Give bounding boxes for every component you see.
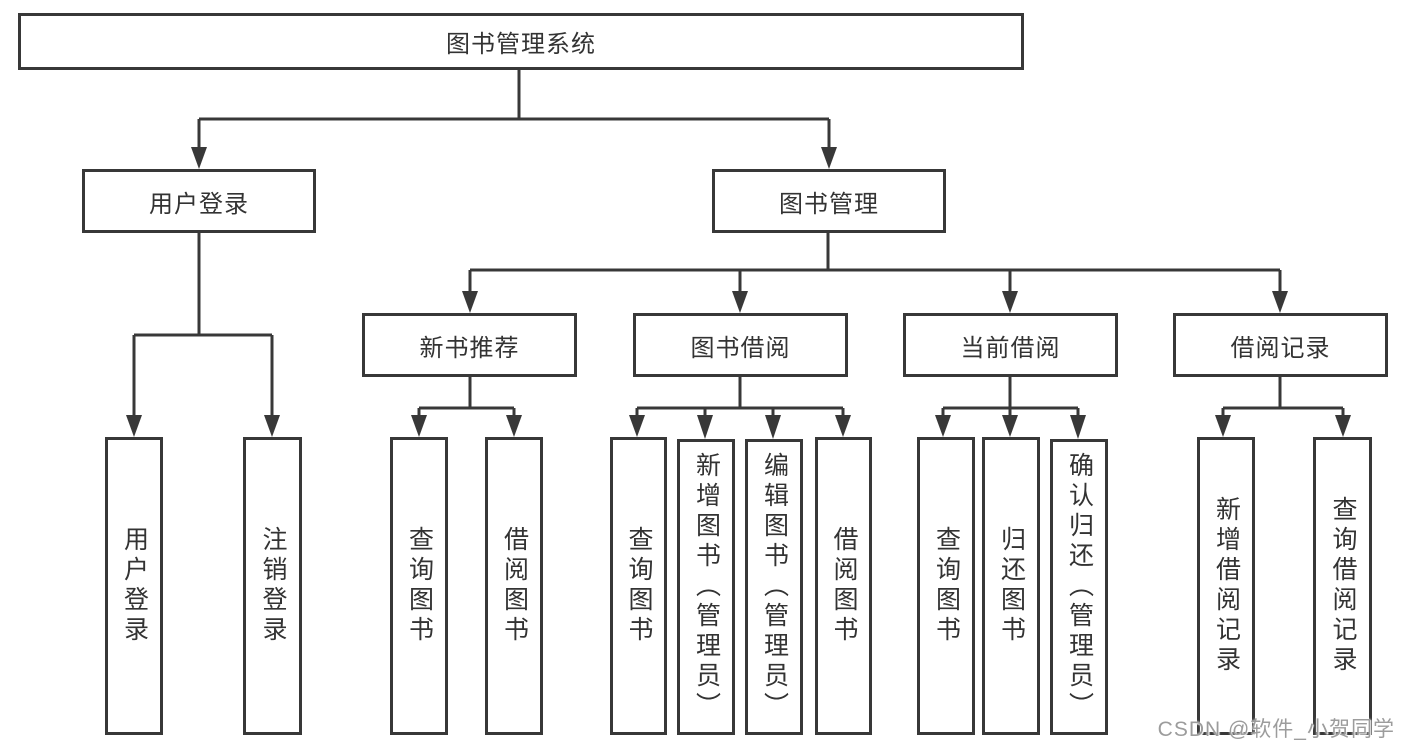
- node-label: 借阅图书: [500, 526, 529, 646]
- node-user-login: 用户登录: [82, 169, 316, 233]
- node-book-borrowing: 图书借阅: [633, 313, 848, 377]
- node-label: 查询图书: [405, 526, 434, 646]
- leaf-borrow-books-recommend: 借阅图书: [485, 437, 543, 735]
- node-root: 图书管理系统: [18, 13, 1024, 70]
- leaf-query-books-current: 查询图书: [917, 437, 975, 735]
- node-label: 图书管理系统: [446, 31, 596, 58]
- leaf-edit-book-admin: 编辑图书（管理员）: [745, 439, 803, 735]
- node-label: 借阅记录: [1230, 334, 1331, 362]
- node-label: 图书管理: [779, 190, 879, 218]
- node-label: 当前借阅: [960, 334, 1061, 362]
- connector-root-to-level1: [191, 70, 837, 169]
- leaf-return-books: 归还图书: [982, 437, 1040, 735]
- connector-user-login-to-leaves: [126, 233, 280, 437]
- leaf-add-borrow-record: 新增借阅记录: [1197, 437, 1255, 735]
- node-label: 编辑图书（管理员）: [760, 452, 789, 722]
- watermark: CSDN @软件_小贺同学: [1157, 718, 1395, 741]
- leaf-user-login: 用户登录: [105, 437, 163, 735]
- node-label: 借阅图书: [830, 526, 858, 646]
- connector-records-to-leaves: [1215, 377, 1351, 437]
- node-label: 确认归还（管理员）: [1065, 452, 1094, 722]
- node-label: 新增图书（管理员）: [692, 452, 721, 722]
- node-label: 用户登录: [149, 190, 249, 218]
- connector-book-management-to-level2: [462, 233, 1288, 313]
- connector-new-book-to-leaves: [411, 377, 522, 437]
- leaf-query-books-recommend: 查询图书: [390, 437, 448, 735]
- node-label: 注销登录: [259, 526, 287, 646]
- node-label: 查询借阅记录: [1329, 496, 1357, 676]
- leaf-query-borrow-record: 查询借阅记录: [1313, 437, 1372, 735]
- connector-current-to-leaves: [935, 377, 1086, 439]
- leaf-add-book-admin: 新增图书（管理员）: [677, 439, 735, 735]
- node-current-borrowing: 当前借阅: [903, 313, 1118, 377]
- node-label: 新书推荐: [419, 334, 520, 362]
- node-label: 用户登录: [120, 526, 149, 646]
- connector-borrowing-to-leaves: [629, 377, 851, 439]
- node-new-book-recommend: 新书推荐: [362, 313, 577, 377]
- node-label: 新增借阅记录: [1212, 496, 1241, 676]
- leaf-query-books-borrowing: 查询图书: [610, 437, 667, 735]
- leaf-logout: 注销登录: [243, 437, 302, 735]
- node-label: 归还图书: [997, 526, 1026, 646]
- node-label: 查询图书: [932, 526, 961, 646]
- node-label: 图书借阅: [690, 334, 791, 362]
- node-label: 查询图书: [625, 526, 653, 646]
- node-borrow-records: 借阅记录: [1173, 313, 1388, 377]
- node-book-management: 图书管理: [712, 169, 946, 233]
- leaf-borrow-books-borrowing: 借阅图书: [815, 437, 872, 735]
- leaf-confirm-return-admin: 确认归还（管理员）: [1050, 439, 1108, 735]
